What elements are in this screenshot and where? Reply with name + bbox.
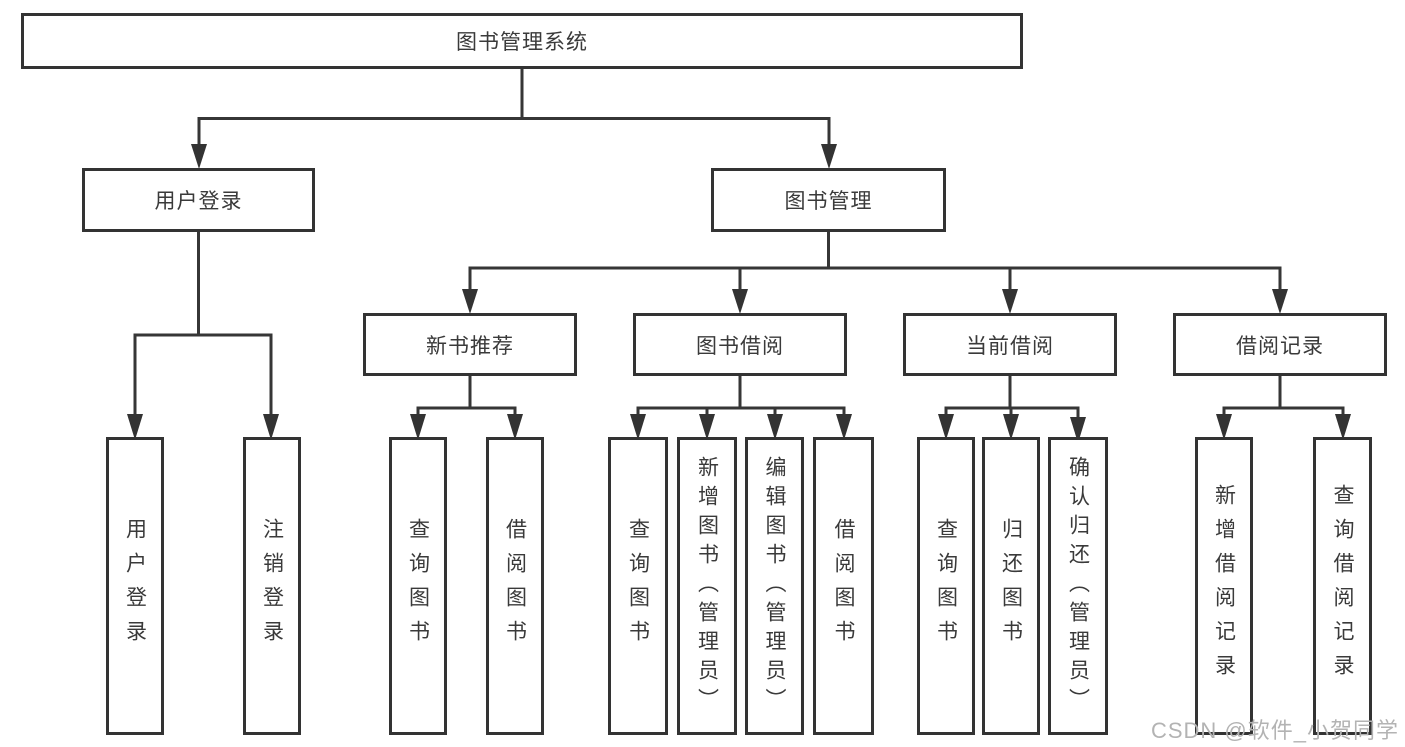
leaf-label: 编辑图书（管理员） [763, 455, 786, 717]
node-user-login: 用户登录 [82, 168, 315, 232]
leaf-label: 确认归还（管理员） [1066, 455, 1090, 717]
leaf-confirm-return-admin: 确认归还（管理员） [1048, 437, 1108, 735]
leaf-user-login: 用户登录 [106, 437, 164, 735]
leaf-label: 归还图书 [999, 518, 1023, 654]
node-label: 新书推荐 [426, 334, 514, 358]
node-label: 当前借阅 [966, 334, 1054, 358]
leaf-label: 新增借阅记录 [1212, 484, 1236, 688]
leaf-borrow-books: 借阅图书 [813, 437, 874, 735]
node-label: 图书借阅 [696, 334, 784, 358]
node-borrowing-records: 借阅记录 [1173, 313, 1387, 376]
leaf-label: 查询图书 [934, 518, 958, 654]
node-label: 用户登录 [154, 190, 243, 213]
leaf-label: 新增图书（管理员） [695, 455, 719, 717]
leaf-label: 查询图书 [626, 518, 650, 654]
node-new-book-recommend: 新书推荐 [363, 313, 577, 376]
leaf-label: 查询图书 [406, 518, 430, 654]
leaf-query-books: 查询图书 [608, 437, 668, 735]
leaf-label: 借阅图书 [832, 518, 855, 654]
leaf-query-books: 查询图书 [917, 437, 975, 735]
node-current-borrowing: 当前借阅 [903, 313, 1117, 376]
arrowhead-icons [127, 144, 1351, 443]
leaf-label: 用户登录 [123, 518, 147, 654]
leaf-label: 查询借阅记录 [1331, 484, 1354, 688]
leaf-query-books: 查询图书 [389, 437, 447, 735]
leaf-label: 注销登录 [260, 518, 284, 654]
leaf-query-borrow-record: 查询借阅记录 [1313, 437, 1372, 735]
leaf-label: 借阅图书 [503, 518, 527, 654]
leaf-return-books: 归还图书 [982, 437, 1040, 735]
leaf-edit-books-admin: 编辑图书（管理员） [745, 437, 804, 735]
csdn-watermark: CSDN @软件_小贺同学 [1150, 718, 1399, 743]
leaf-logout: 注销登录 [243, 437, 301, 735]
leaf-add-books-admin: 新增图书（管理员） [677, 437, 737, 735]
leaf-add-borrow-record: 新增借阅记录 [1195, 437, 1253, 735]
node-label: 图书管理 [784, 190, 873, 213]
node-book-management: 图书管理 [711, 168, 946, 232]
node-label: 图书管理系统 [456, 31, 588, 54]
node-root-system: 图书管理系统 [21, 13, 1023, 69]
leaf-borrow-books: 借阅图书 [486, 437, 544, 735]
node-label: 借阅记录 [1236, 334, 1324, 358]
node-book-borrowing: 图书借阅 [633, 313, 847, 376]
